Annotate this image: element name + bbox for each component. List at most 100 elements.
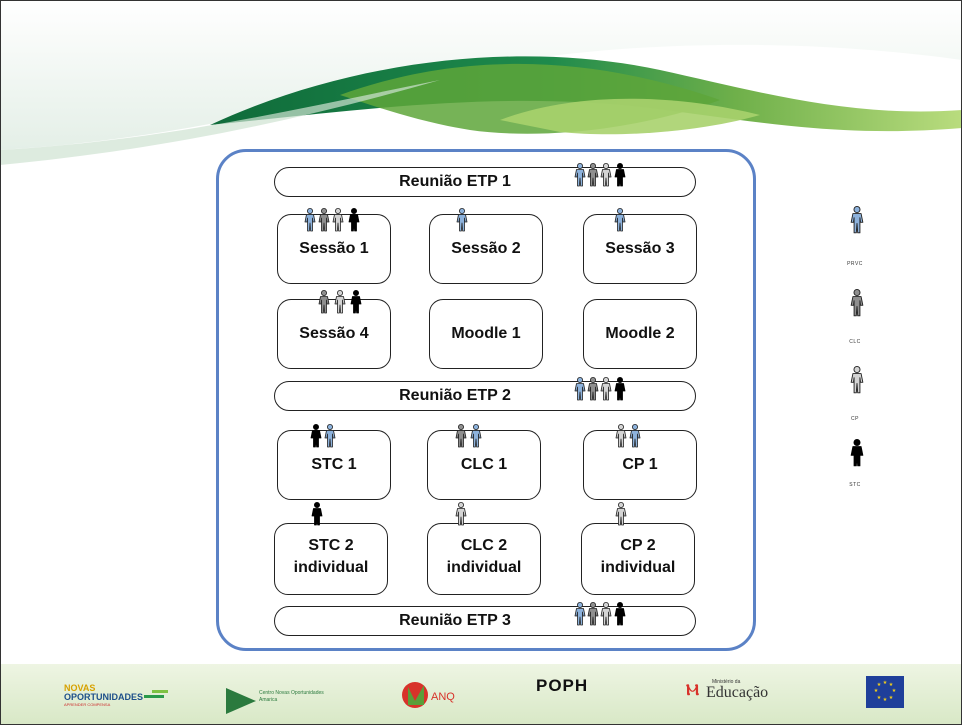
novas-oportunidades-logo[interactable]: NOVAS OPORTUNIDADES APRENDER COMPENSA	[64, 684, 184, 714]
moodle-box-1: Moodle 1	[429, 299, 543, 369]
session-label-3: Sessão 3	[605, 240, 675, 257]
moodle-label-1: Moodle 1	[451, 325, 521, 342]
stc-person-icon	[614, 163, 626, 187]
prvc-person-icon	[456, 208, 468, 232]
svg-text:★: ★	[877, 682, 882, 688]
cp-person-icon	[600, 377, 612, 401]
prvc-person-icon	[304, 208, 316, 232]
meeting-label-2: Reunião ETP 2	[399, 387, 511, 404]
clc-person-icon	[587, 163, 599, 187]
novas-logo-line2: OPORTUNIDADES	[64, 692, 144, 702]
clc-person-icon	[318, 208, 330, 232]
svg-text:★: ★	[874, 688, 879, 694]
anq-logo-icon	[402, 682, 428, 708]
session-box-3: Sessão 3	[583, 214, 697, 284]
meeting-label-1: Reunião ETP 1	[399, 173, 511, 190]
cp-box-1: CP 1	[583, 430, 697, 500]
cp-individual-box: CP 2 individual	[581, 523, 695, 595]
diagram-container	[216, 149, 756, 651]
clc-person-icon	[318, 290, 330, 314]
stc-box-1: STC 1	[277, 430, 391, 500]
session-label-4: Sessão 4	[299, 325, 369, 342]
cp-individual-subtitle: individual	[600, 559, 676, 576]
legend-label-stc: STC	[849, 482, 861, 488]
svg-text:★: ★	[883, 680, 888, 686]
clc-box-1: CLC 1	[427, 430, 541, 500]
prvc-person-icon	[850, 206, 864, 234]
cp-label-1: CP 1	[622, 456, 658, 473]
stc-person-icon	[350, 290, 362, 314]
cno-logo-arrow-icon	[226, 688, 256, 714]
novas-logo-line1: NOVAS	[64, 683, 96, 693]
anq-logo[interactable]: ANQ	[400, 679, 460, 715]
cp-person-icon	[850, 366, 864, 394]
prvc-person-icon	[614, 208, 626, 232]
me-logo-symbol-icon: Ⲙ	[686, 682, 700, 699]
stc-person-icon	[311, 502, 323, 526]
cp-person-icon	[332, 208, 344, 232]
cp-individual-title: CP 2	[620, 537, 656, 554]
stc-person-icon	[850, 439, 864, 467]
clc-label-1: CLC 1	[460, 456, 508, 473]
anq-logo-text: ANQ	[431, 691, 455, 703]
clc-person-icon	[587, 377, 599, 401]
eu-stars-icon: ★★★ ★★★ ★★	[874, 680, 897, 703]
svg-text:★: ★	[883, 697, 888, 703]
prvc-person-icon	[574, 163, 586, 187]
cp-person-icon	[615, 424, 627, 448]
svg-text:★: ★	[889, 695, 894, 701]
ministerio-educacao-logo[interactable]: Ⲙ Ministério da Educação	[686, 676, 806, 712]
cno-logo-line2: Amarica	[259, 697, 278, 703]
stc-person-icon	[614, 602, 626, 626]
eu-flag-logo[interactable]: ★★★ ★★★ ★★	[866, 676, 904, 708]
session-box-4: Sessão 4	[277, 299, 391, 369]
clc-individual-box: CLC 2 individual	[427, 523, 541, 595]
stc-person-icon	[310, 424, 322, 448]
cp-person-icon	[455, 502, 467, 526]
clc-person-icon	[587, 602, 599, 626]
footer-logo-strip: NOVAS OPORTUNIDADES APRENDER COMPENSA Ce…	[0, 664, 962, 725]
cp-person-icon	[600, 602, 612, 626]
cp-person-icon	[600, 163, 612, 187]
centro-novas-oportunidades-logo[interactable]: Centro Novas Oportunidades Amarica	[226, 680, 336, 718]
meeting-bar-2: Reunião ETP 2	[274, 381, 696, 411]
meeting-bar-3: Reunião ETP 3	[274, 606, 696, 636]
me-logo-word: Educação	[706, 684, 769, 701]
moodle-label-2: Moodle 2	[605, 325, 675, 342]
stc-label-1: STC 1	[311, 456, 357, 473]
clc-individual-title: CLC 2	[460, 537, 508, 554]
prvc-person-icon	[324, 424, 336, 448]
session-box-2: Sessão 2	[429, 214, 543, 284]
meeting-label-3: Reunião ETP 3	[399, 612, 511, 629]
clc-individual-subtitle: individual	[446, 559, 522, 576]
stc-individual-title: STC 2	[308, 537, 354, 554]
cp-person-icon	[615, 502, 627, 526]
clc-person-icon	[850, 289, 864, 317]
stc-individual-box: STC 2 individual	[274, 523, 388, 595]
meeting-bar-1: Reunião ETP 1	[274, 167, 696, 197]
svg-text:★: ★	[889, 682, 894, 688]
prvc-person-icon	[629, 424, 641, 448]
session-label-1: Sessão 1	[299, 240, 369, 257]
prvc-person-icon	[574, 377, 586, 401]
legend-label-cp: CP	[851, 416, 859, 422]
novas-logo-line3: APRENDER COMPENSA	[64, 702, 111, 707]
poph-logo[interactable]: POPH	[536, 676, 596, 712]
header-wave-decoration	[0, 0, 962, 170]
stc-person-icon	[614, 377, 626, 401]
session-box-1: Sessão 1	[277, 214, 391, 284]
stc-individual-subtitle: individual	[293, 559, 369, 576]
prvc-person-icon	[470, 424, 482, 448]
moodle-box-2: Moodle 2	[583, 299, 697, 369]
prvc-person-icon	[574, 602, 586, 626]
stc-person-icon	[348, 208, 360, 232]
session-label-2: Sessão 2	[451, 240, 521, 257]
legend-label-prvc: PRVC	[847, 261, 863, 267]
cno-logo-line1: Centro Novas Oportunidades	[259, 690, 324, 696]
me-logo-super: Ministério da	[712, 679, 741, 685]
novas-logo-stripe-icon	[152, 690, 168, 693]
svg-text:★: ★	[892, 688, 897, 694]
poph-logo-text: POPH	[536, 676, 589, 695]
legend-label-clc: CLC	[849, 339, 861, 345]
